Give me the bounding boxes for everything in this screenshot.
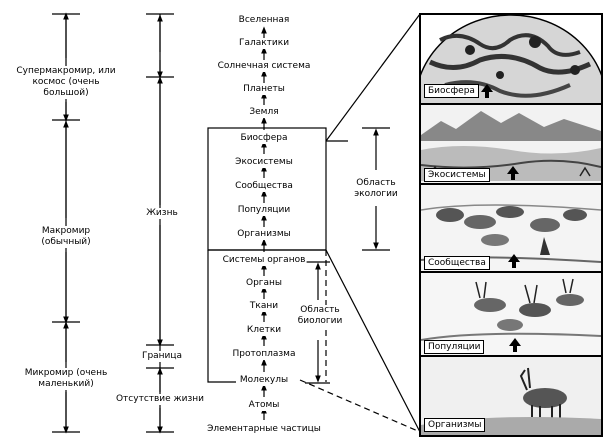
level-label: Экосистемы [234, 157, 294, 168]
biology-bracket [305, 261, 330, 384]
no-life-label: Отсутствие жизни [114, 394, 206, 405]
level-label: Популяции [236, 205, 292, 216]
microworld-label: Микромир (очень маленький) [5, 368, 127, 390]
level-label: Организмы [236, 229, 292, 240]
macroworld-label: Макромир (обычный) [23, 226, 109, 248]
life-scale-axis [146, 13, 174, 434]
level-label: Земля [248, 107, 280, 118]
arrow-up-icon-stem [485, 92, 489, 98]
level-label: Клетки [245, 325, 283, 336]
ecology-bracket [362, 127, 390, 251]
level-label: Ткани [248, 301, 280, 312]
level-label: Сообщества [234, 181, 294, 192]
level-label: Органы [244, 278, 284, 289]
level-label: Биосфера [239, 133, 289, 144]
level-label: Вселенная [237, 15, 291, 26]
supermacroworld-label: Супермакромир, или космос (очень большой… [10, 66, 122, 99]
level-label: Системы органов [221, 255, 307, 266]
panel-connectors [299, 13, 421, 433]
level-label: Планеты [242, 84, 286, 95]
life-label: Жизнь [145, 208, 179, 219]
level-label: Атомы [247, 400, 281, 411]
panel-label-biosphere: Биосфера [424, 84, 479, 98]
panel-label-ecosystems: Экосистемы [424, 168, 490, 182]
ecology-region-label: Область экологии [346, 178, 406, 200]
level-label: Галактики [237, 38, 291, 49]
panel-label-organisms: Организмы [424, 418, 486, 432]
arrow-up-icon [508, 254, 520, 262]
level-label: Элементарные частицы [206, 424, 322, 435]
biology-region-label: Область биологии [291, 305, 349, 327]
panel-label-communities: Сообщества [424, 256, 490, 270]
arrow-up-icon [509, 338, 521, 346]
level-label: Молекулы [238, 375, 290, 386]
level-label: Протоплазма [231, 349, 297, 360]
panel-label-populations: Популяции [424, 340, 485, 354]
arrow-up-icon [507, 166, 519, 174]
arrow-up-icon-stem [513, 346, 517, 352]
biosphere-picture [421, 15, 601, 103]
border-label: Граница [140, 351, 184, 362]
arrow-up-icon [481, 84, 493, 92]
level-label: Солнечная система [216, 61, 312, 72]
arrow-up-icon-stem [511, 174, 515, 180]
panel-frames [419, 13, 603, 437]
arrow-up-icon-stem [512, 262, 516, 268]
